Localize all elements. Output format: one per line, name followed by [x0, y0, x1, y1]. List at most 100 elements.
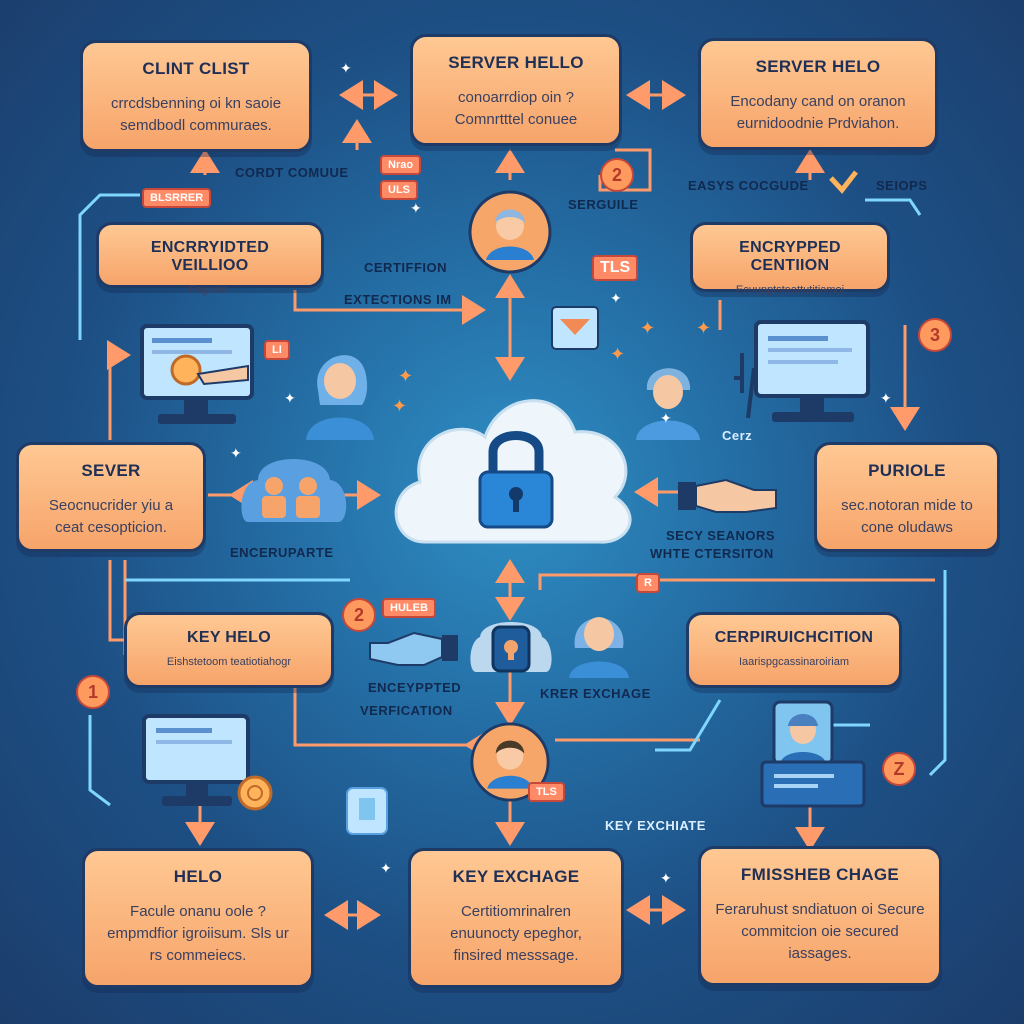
box-client-clist[interactable]: CLINT CLIST crrcdsbenning oi kn saoie se… — [80, 40, 312, 152]
box-server-helo[interactable]: SERVER HELO Encodany cand on oranon eurn… — [698, 38, 938, 150]
box-key-helo[interactable]: KEY HELO Eishstetoom teatiotiahogr — [124, 612, 334, 688]
sparkle-icon: ✦ — [230, 445, 242, 461]
caption-certifion: CERTIFFION — [364, 260, 447, 275]
caption-krer-exchage: KRER EXCHAGE — [540, 686, 651, 701]
caption-extections: EXTECTIONS IM — [344, 292, 452, 307]
box-title: SERVER HELLO — [448, 53, 584, 72]
box-body: Feraruhust sndiatuon oi Secure commitcio… — [715, 901, 925, 962]
line-keyhelo-avatar — [293, 670, 488, 760]
box-body: conoarrdiop oin ? Comnrtttel conuee — [454, 89, 578, 128]
arrow-encrypted-to-center — [293, 290, 486, 325]
step-number-3-right: 3 — [918, 318, 952, 352]
person-lower-icon — [569, 617, 629, 678]
envelope-icon — [551, 306, 599, 350]
person-side-left-icon — [306, 355, 374, 440]
sparkle-icon: ✦ — [410, 200, 422, 216]
line-lower-right — [538, 573, 642, 590]
box-title: SEVER — [81, 461, 141, 480]
person-center-right-icon — [636, 368, 700, 440]
tag-tls-small: TLS — [528, 782, 565, 802]
person-avatar-top-icon — [468, 190, 552, 274]
box-body: Certitiomrinalren enuunocty epeghor, fin… — [450, 903, 582, 964]
box-body: sec.notoran mide to cone oludaws — [841, 497, 973, 536]
tag-tls: TLS — [592, 255, 639, 281]
box-body: Eishstetoom teatiotiahogr — [166, 656, 292, 668]
step-number-2-left: 2 — [342, 598, 376, 632]
sparkle-icon: ✦ — [640, 318, 656, 338]
handshake-left-icon — [369, 631, 458, 666]
box-title: ENCRYPPED CENTIION — [739, 239, 841, 274]
users-group-icon — [241, 459, 347, 522]
box-title: CERPIRUICHCITION — [714, 629, 874, 646]
caption-key-exchiate: KEY EXCHIATE — [605, 818, 706, 833]
caption-verfication: VERFICATION — [360, 703, 453, 718]
box-encryped-cention[interactable]: ENCRYPPED CENTIION Ecuupptsteattutitiamo… — [690, 222, 890, 296]
teal-line-left-bottom — [88, 715, 111, 807]
lock-badge-icon — [470, 622, 552, 673]
tag-li: LI — [264, 340, 290, 360]
coin-icon — [237, 775, 273, 811]
check-icon — [829, 170, 858, 194]
box-server-hello[interactable]: SERVER HELLO conoarrdiop oin ? Comnrttte… — [410, 34, 622, 146]
caption-secy-seanors: SECY SEANORS — [666, 528, 776, 543]
box-title: FMISSHEB CHAGE — [740, 865, 900, 884]
sparkle-icon: ✦ — [398, 366, 414, 386]
monitor-left-top-icon — [140, 324, 254, 424]
key-icon — [734, 353, 756, 419]
box-body: Fhgnsie. — [188, 284, 232, 296]
caption-encyppted: ENCEYPPTED — [368, 680, 462, 695]
sparkle-icon: ✦ — [340, 60, 352, 76]
cloud-lock-icon — [394, 399, 632, 544]
step-number-1-left: 1 — [76, 675, 110, 709]
caption-cerz: Cerz — [722, 428, 753, 443]
box-body: Facule onanu oole ? empmdfior igroiisum.… — [107, 903, 289, 964]
sparkle-icon: ✦ — [610, 290, 622, 306]
box-title: SERVER HELO — [755, 57, 881, 76]
line-left-keyhelo — [108, 560, 125, 642]
sparkle-icon: ✦ — [880, 390, 892, 406]
arrow-left-monitor — [107, 340, 131, 440]
sparkle-icon: ✦ — [696, 318, 712, 338]
caption-easys-cocgude: EASYS COCGUDE — [688, 178, 809, 193]
teal-line-left-top — [78, 193, 140, 340]
box-title: PURIOLE — [868, 461, 946, 480]
handshake-right-icon — [678, 478, 777, 513]
box-title: CLINT CLIST — [142, 59, 250, 78]
caption-whte-cersiton: WHTE CTERSITON — [650, 546, 774, 561]
box-title: KEY EXCHAGE — [452, 867, 580, 886]
tag-uls: ULS — [380, 180, 418, 200]
usb-key-icon — [346, 787, 388, 835]
monitor-left-bottom-icon — [142, 714, 250, 806]
person-avatar-bottom-icon — [470, 722, 550, 802]
sparkle-icon: ✦ — [660, 870, 672, 886]
laptop-right-icon — [760, 760, 866, 808]
monitor-right-top-icon — [754, 320, 870, 422]
box-body: Iaarispgcassinaroiriam — [738, 656, 850, 668]
step-number-z-bottom: Z — [882, 752, 916, 786]
box-sever[interactable]: SEVER Seocnucrider yiu a ceat cesopticio… — [16, 442, 206, 552]
box-encrypted-vellioo[interactable]: ENCRRYIDTED VEILLIOO Fhgnsie. — [96, 222, 324, 296]
caption-seiops: SEIOPS — [876, 178, 928, 193]
sparkle-icon: ✦ — [284, 390, 296, 406]
caption-encerupate: ENCERUPARTE — [230, 545, 334, 560]
teal-line-right-top — [865, 198, 922, 216]
box-helo[interactable]: HELO Facule onanu oole ? empmdfior igroi… — [82, 848, 314, 988]
box-key-exchage[interactable]: KEY EXCHAGE Certitiomrinalren enuunocty … — [408, 848, 624, 988]
tag-blsrrer: BLSRRER — [142, 188, 212, 208]
caption-sergulle: SERGUILE — [568, 197, 639, 212]
step-number-2-top: 2 — [600, 158, 634, 192]
line-server-hello-loop — [598, 148, 652, 192]
teal-line-mid-right — [655, 699, 722, 752]
caption-cordt-comuue: CORDT COMUUE — [235, 165, 349, 180]
box-title: KEY HELO — [187, 629, 271, 646]
tag-r: R — [636, 573, 660, 593]
sparkle-icon: ✦ — [660, 410, 672, 426]
tag-nrao: Nrao — [380, 155, 422, 175]
box-cerpiruichcition[interactable]: CERPIRUICHCITION Iaarispgcassinaroiriam — [686, 612, 902, 688]
box-fmisshed-chage[interactable]: FMISSHEB CHAGE Feraruhust sndiatuon oi S… — [698, 846, 942, 986]
box-body: Ecuupptsteattutitiamoi — [735, 284, 845, 296]
sparkle-icon: ✦ — [392, 396, 408, 416]
box-puriole[interactable]: PURIOLE sec.notoran mide to cone oludaws — [814, 442, 1000, 552]
box-body: Encodany cand on oranon eurnidoodnie Prd… — [730, 93, 906, 132]
sparkle-icon: ✦ — [610, 344, 626, 364]
